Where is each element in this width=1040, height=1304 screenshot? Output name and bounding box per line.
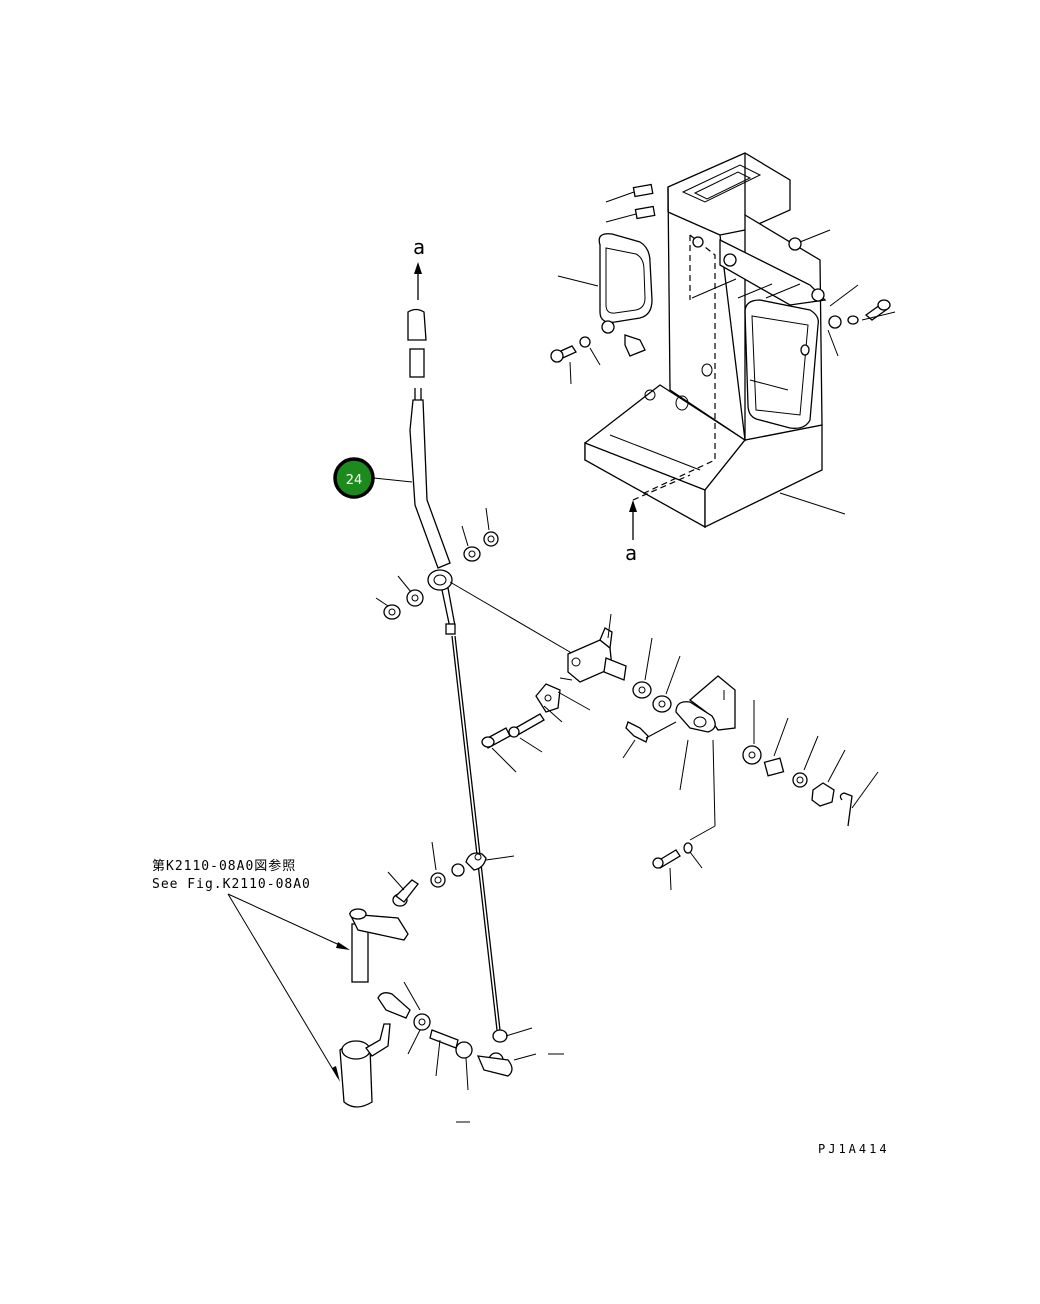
lever-link-line (449, 581, 576, 656)
reference-note-en: See Fig.K2110-08A0 (152, 877, 311, 892)
callout-label: 24 (346, 473, 363, 488)
callout-24[interactable]: 24 (333, 457, 413, 499)
section-label-bottom: a (625, 541, 637, 565)
section-marker-bottom: a (625, 474, 691, 565)
lower-bolt (652, 842, 703, 891)
pivot-bracket (675, 675, 879, 841)
lower-rod (451, 635, 501, 1031)
plate-bolts (481, 677, 591, 773)
drawing-code: PJ1A414 (818, 1142, 890, 1156)
rod-end-upper (387, 841, 515, 907)
grease-fitting (622, 721, 677, 759)
clevis-assembly (567, 613, 681, 713)
lower-left-shafts (339, 908, 564, 1123)
lever-washers (375, 507, 499, 620)
shift-lever (407, 308, 456, 635)
leader-lines-upper (557, 191, 896, 515)
reference-note: 第K2110-08A0図参照 See Fig.K2110-08A0 (152, 858, 350, 1082)
pedestal-frame (550, 152, 891, 529)
section-label-top: a (413, 235, 425, 259)
reference-note-jp: 第K2110-08A0図参照 (152, 858, 296, 874)
section-marker-top: a (413, 235, 425, 300)
